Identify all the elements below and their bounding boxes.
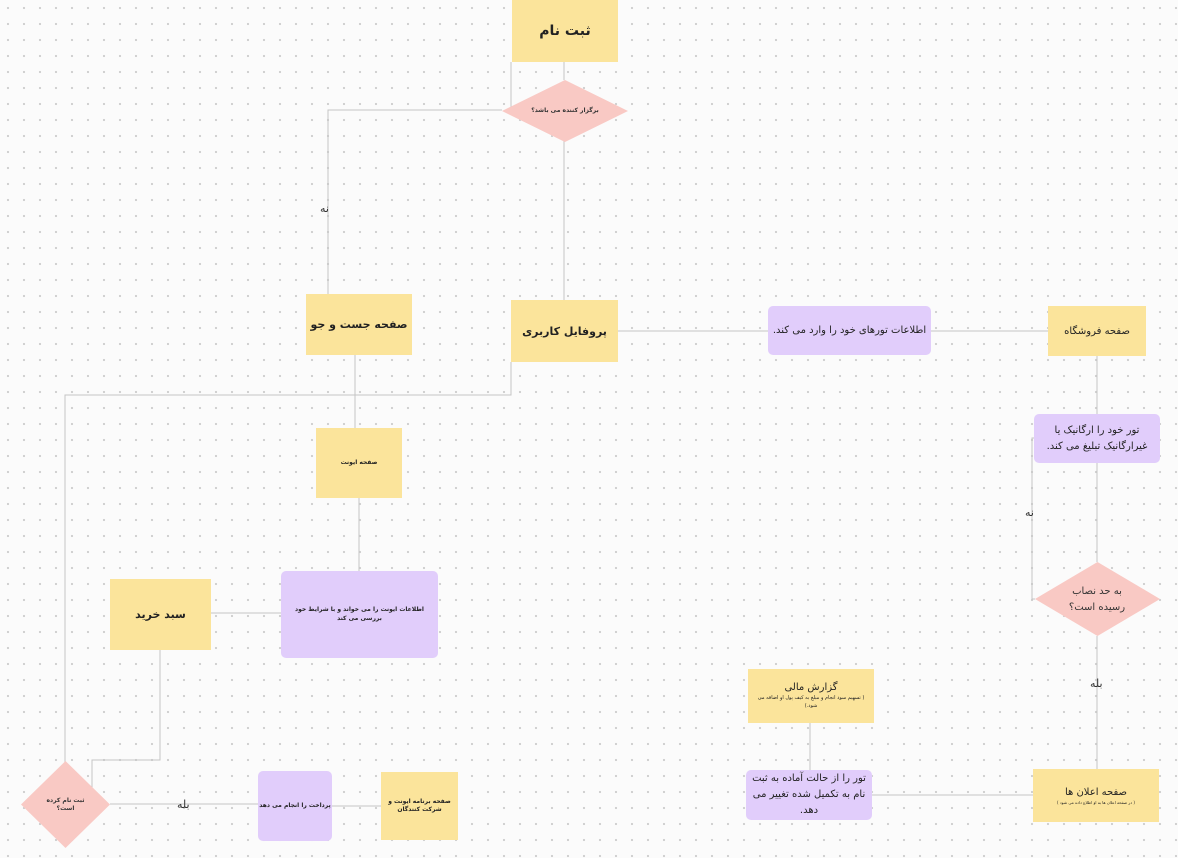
ads-page-node: صفحه اعلان ها ( در صفحه اعلان ها به او ا… <box>1033 769 1159 822</box>
financial-report-note: ( تسهیم سود انجام و مبلغ به کیف پول او ا… <box>757 695 865 709</box>
tour-status-node: تور را از حالت آماده به ثبت نام به تکمیل… <box>746 770 872 820</box>
read-event-info-label: اطلاعات ایونت را می خواند و با شرایط خود… <box>295 606 424 622</box>
ads-page-note: ( در صفحه اعلان ها به او اطلاع داده می ش… <box>1057 799 1135 805</box>
read-event-info-node: اطلاعات ایونت را می خواند و با شرایط خود… <box>281 571 438 658</box>
payment-label: پرداخت را انجام می دهد <box>259 801 331 809</box>
program-page-node: صفحه برنامه ایونت و شرکت کنندگان <box>381 772 458 840</box>
edge-label-no-right: نه <box>1025 506 1034 519</box>
signup-label: ثبت نام <box>539 23 591 39</box>
edge-label-yes-bottom: بله <box>1090 677 1103 690</box>
ads-page-label: صفحه اعلان ها <box>1064 786 1128 798</box>
edge-profile-registered <box>64 362 512 762</box>
event-page-label: صفحه ایونت <box>340 458 378 466</box>
cart-node: سبد خرید <box>110 579 211 650</box>
advertise-tour-label: تور خود را ارگانیک یا غیرارگانیک تبلیغ م… <box>1046 424 1148 452</box>
tour-status-label: تور را از حالت آماده به ثبت نام به تکمیل… <box>752 773 866 816</box>
enter-tours-node: اطلاعات تورهای خود را وارد می کند. <box>768 306 931 355</box>
financial-report-label: گزارش مالی <box>784 682 838 693</box>
user-profile-node: پروفایل کاربری <box>511 300 618 362</box>
threshold-label: به حد نصاب رسیده است؟ <box>1068 586 1126 613</box>
is-organizer-diamond <box>502 80 628 142</box>
search-page-label: صفحه جست و جو <box>310 318 408 331</box>
edge-label-no-left: نه <box>320 202 329 215</box>
is-organizer-label: برگزار کننده می باشد؟ <box>531 106 599 114</box>
enter-tours-label: اطلاعات تورهای خود را وارد می کند. <box>772 324 927 336</box>
edge-label-yes-right: بله <box>177 798 190 811</box>
user-profile-label: پروفایل کاربری <box>522 324 607 338</box>
program-page-label: صفحه برنامه ایونت و شرکت کنندگان <box>388 797 451 813</box>
edge-decision-search <box>327 109 502 294</box>
event-page-node: صفحه ایونت <box>316 428 402 498</box>
is-registered-label: ثبت نام کرده است؟ <box>46 796 85 812</box>
advertise-tour-node: تور خود را ارگانیک یا غیرارگانیک تبلیغ م… <box>1034 414 1160 463</box>
store-page-node: صفحه فروشگاه <box>1048 306 1146 356</box>
store-page-label: صفحه فروشگاه <box>1064 325 1130 337</box>
cart-label: سبد خرید <box>135 608 186 621</box>
is-registered-diamond <box>21 761 110 848</box>
threshold-diamond <box>1035 562 1160 636</box>
financial-report-node: گزارش مالی ( تسهیم سود انجام و مبلغ به ک… <box>748 669 874 723</box>
search-page-node: صفحه جست و جو <box>306 294 412 355</box>
payment-node: پرداخت را انجام می دهد <box>258 771 332 841</box>
signup-node: ثبت نام <box>512 0 618 62</box>
